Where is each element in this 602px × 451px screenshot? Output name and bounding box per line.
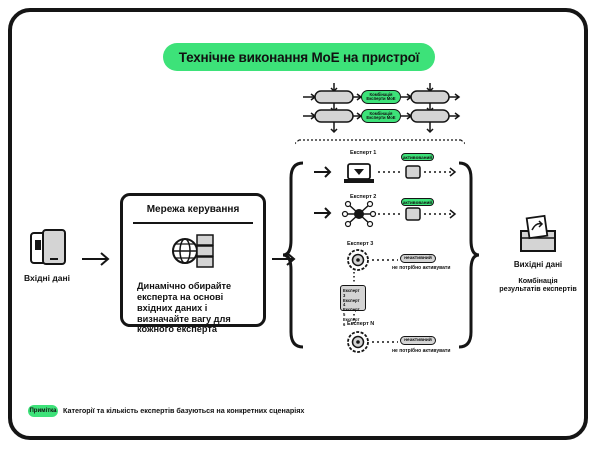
note-text: Категорії та кількість експертів базують… <box>63 406 305 415</box>
expert-3-label: Експерт 3 <box>347 241 374 247</box>
phone-tablet-icon <box>30 229 66 265</box>
note-tag: Примітка <box>28 405 58 417</box>
expert-n-status: неактивний <box>400 336 436 345</box>
left-brace-icon <box>282 161 304 349</box>
gating-network-box: Мережа керування Динамічно обирайте експ… <box>120 193 266 334</box>
expert-3-row <box>347 249 398 271</box>
input-label: Вхідні дані <box>24 273 70 283</box>
output-box-icon <box>520 214 556 252</box>
moe-combo-tag-top: Комбінація Експерти MoE <box>361 90 401 104</box>
expert-2-label: Експерт 2 <box>350 194 377 200</box>
expert-1-label: Експерт 1 <box>350 150 377 156</box>
moe-flow-schematic <box>295 83 465 145</box>
expert-n-row <box>347 331 398 353</box>
expert-n-label: Експерт N <box>347 321 375 327</box>
stack-line: Експерт 3 <box>343 288 360 298</box>
output-combo-label: Комбінація результатів експертів <box>499 276 577 294</box>
output-label: Вихідні дані <box>513 260 563 269</box>
hidden-experts-card: Експерт 3 Експерт 4 Експерт 5 Експерт 6 <box>340 285 366 327</box>
stack-line: Експерт 5 <box>343 307 360 318</box>
expert-1-row <box>314 163 457 183</box>
arrow-right-icon <box>82 252 110 266</box>
globe-server-icon <box>172 234 214 268</box>
right-brace-icon <box>458 161 480 349</box>
expert-2-status: активований <box>401 198 434 206</box>
expert-3-note: не потрібно активувати <box>392 265 451 271</box>
diagram-title: Технічне виконання MoE на пристрої <box>163 43 435 71</box>
gating-description: Динамічно обирайте експерта на основі вх… <box>137 281 232 335</box>
stack-line: Експерт 6 <box>343 316 360 327</box>
expert-2-row <box>314 200 457 228</box>
gating-divider <box>133 222 253 224</box>
expert-1-status: активований <box>401 153 434 161</box>
expert-n-note: не потрібно активувати <box>392 348 451 354</box>
diagram-frame <box>8 8 588 440</box>
moe-combo-tag-bottom: Комбінація Експерти MoE <box>361 109 401 123</box>
expert-3-status: неактивний <box>400 254 436 263</box>
stack-line: Експерт 4 <box>343 297 360 308</box>
gating-title: Мережа керування <box>146 204 240 215</box>
